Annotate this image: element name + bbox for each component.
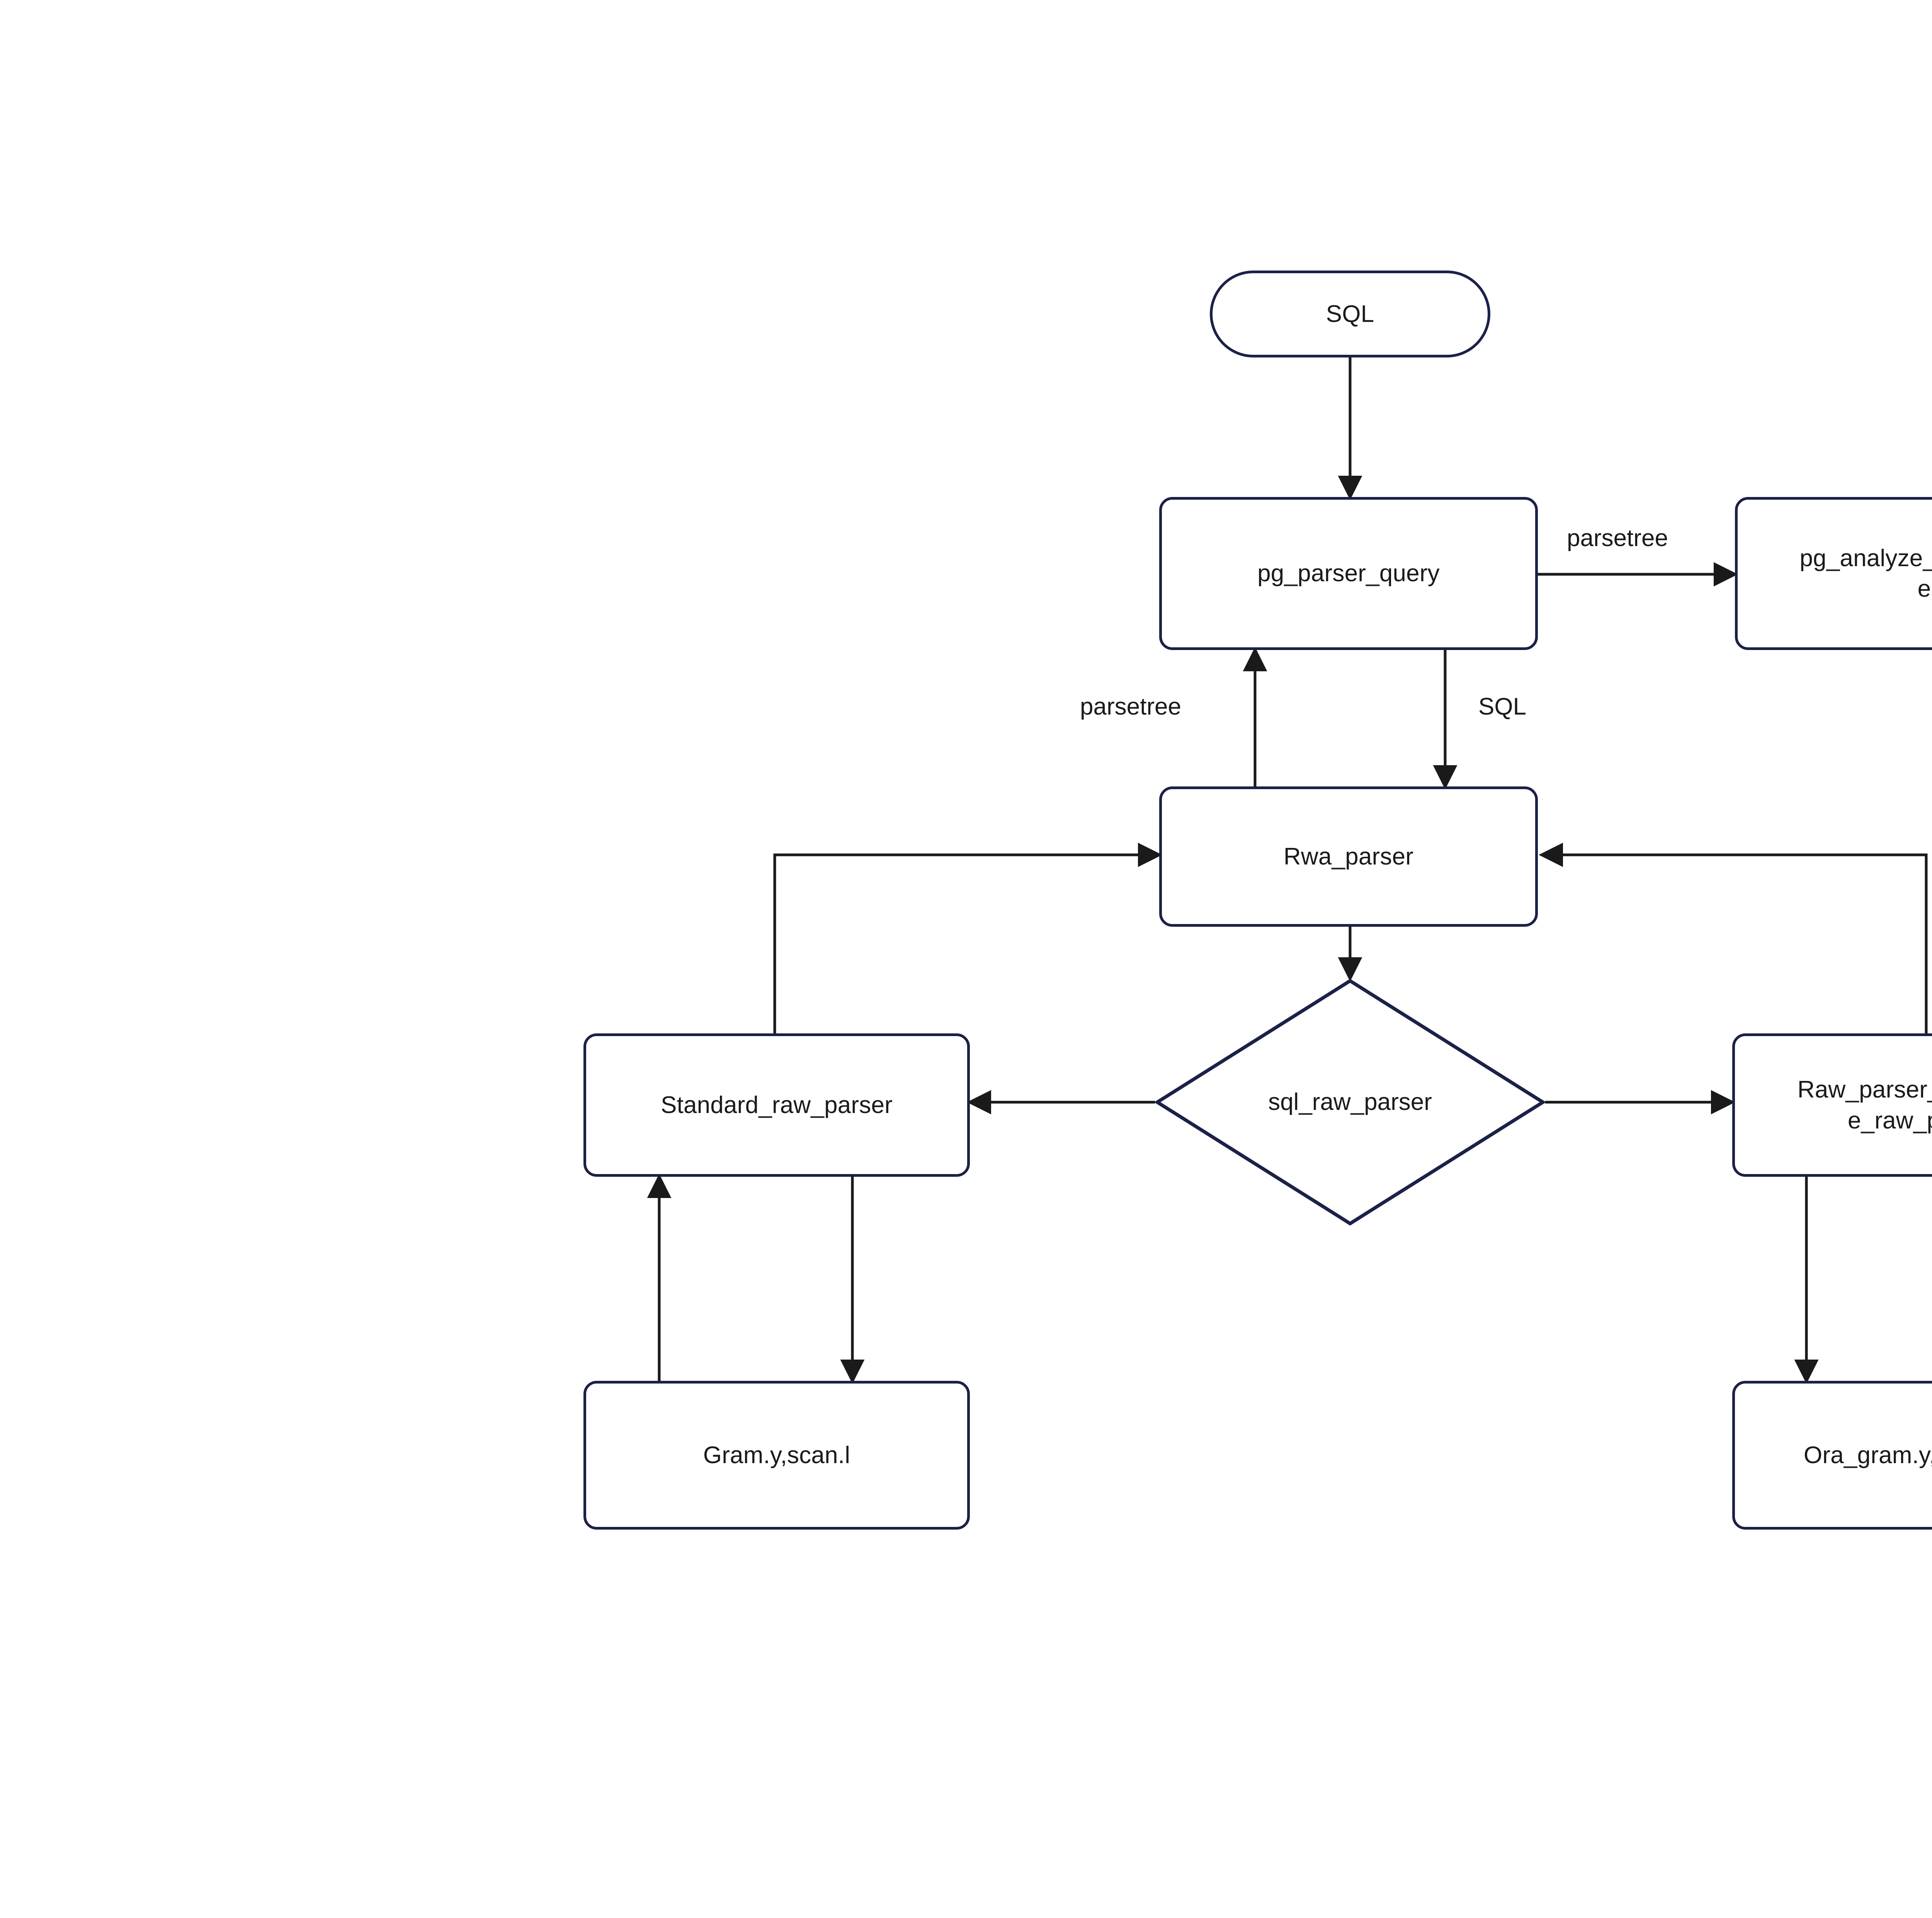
node-ora-gram-scan-label: Ora_gram.y,ora_scan.l (1803, 1441, 1932, 1469)
node-sql-input[interactable]: SQL (1210, 271, 1490, 357)
edge-label-sql-down: SQL (1478, 693, 1527, 720)
edge-label-parsetree-up: parsetree (1080, 693, 1181, 720)
diamond-shape (1155, 979, 1545, 1226)
node-rwa-parser-label: Rwa_parser (1283, 843, 1414, 870)
edge-standard-to-rwa-parser (773, 842, 1162, 1033)
node-raw-parser-hook[interactable]: Raw_parser_hook(oracl e_raw_parser) (1732, 1033, 1932, 1177)
node-raw-parser-hook-label: Raw_parser_hook(oracl e_raw_parser) (1797, 1076, 1932, 1134)
node-pg-parser-query[interactable]: pg_parser_query (1159, 497, 1538, 650)
node-sql-raw-parser[interactable]: sql_raw_parser (1155, 979, 1545, 1226)
node-pg-parser-query-label: pg_parser_query (1257, 560, 1440, 587)
edge-hook-to-rwa-parser (1539, 842, 1928, 1033)
edge-label-parsetree-to-analyze: parsetree (1567, 525, 1668, 551)
node-ora-gram-scan[interactable]: Ora_gram.y,ora_scan.l (1732, 1381, 1932, 1530)
node-sql-raw-parser-label: sql_raw_parser (1268, 1089, 1432, 1116)
node-standard-raw-parser-label: Standard_raw_parser (660, 1091, 893, 1118)
node-gram-scan-label: Gram.y,scan.l (703, 1441, 850, 1469)
node-gram-scan[interactable]: Gram.y,scan.l (583, 1381, 970, 1530)
node-rwa-parser[interactable]: Rwa_parser (1159, 786, 1538, 927)
node-pg-analyze-and-rewrite[interactable]: pg_analyze_and_rewrit e (1735, 497, 1932, 650)
node-standard-raw-parser[interactable]: Standard_raw_parser (583, 1033, 970, 1177)
node-pg-analyze-and-rewrite-label: pg_analyze_and_rewrit e (1799, 545, 1932, 602)
node-sql-input-label: SQL (1326, 300, 1374, 327)
